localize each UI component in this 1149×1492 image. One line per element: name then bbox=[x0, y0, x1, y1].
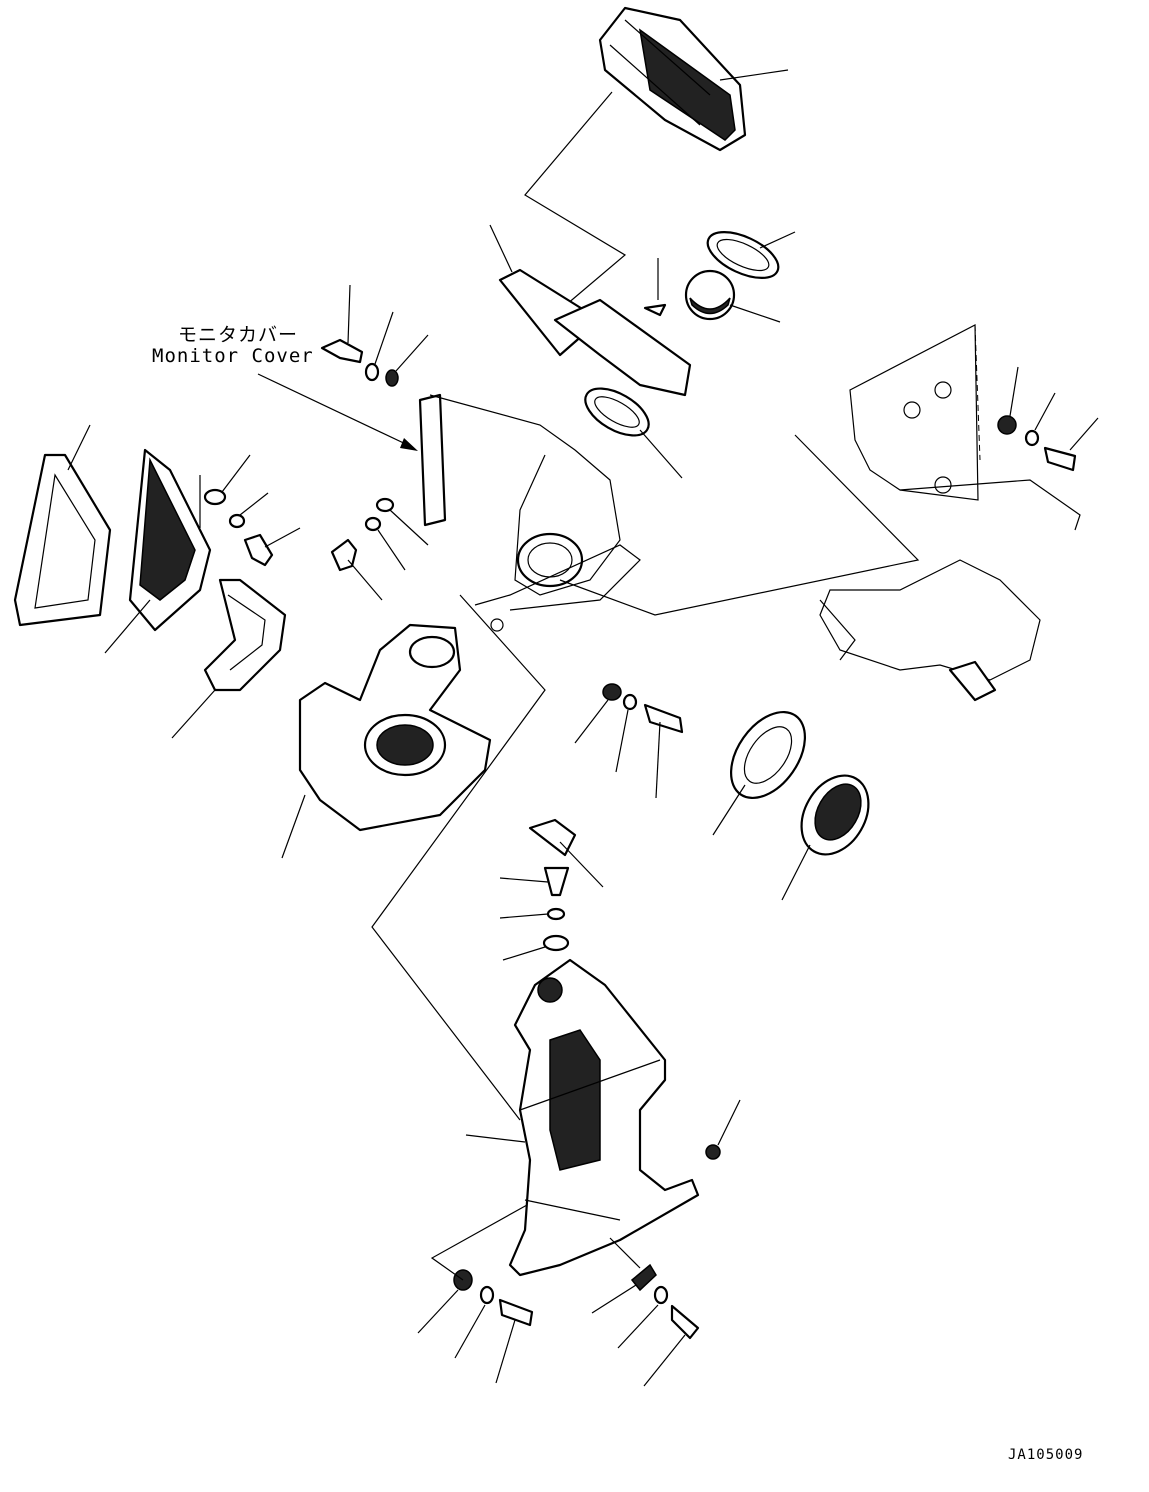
bolt-washer-cluster-upper bbox=[320, 284, 429, 387]
ball-joint-part bbox=[643, 258, 781, 323]
side-cover-part bbox=[104, 448, 212, 654]
duct-housing-part bbox=[281, 623, 492, 859]
collar-ring-part bbox=[584, 387, 683, 479]
cap-part bbox=[528, 818, 604, 888]
washer-cluster-right bbox=[997, 366, 1099, 472]
monitor-cover-label-jp: モニタカバー bbox=[178, 324, 299, 346]
monitor-cover-label-en: Monitor Cover bbox=[152, 345, 314, 367]
panel-frame-part bbox=[171, 578, 287, 739]
leader-monitor-to-bracket bbox=[524, 91, 627, 311]
monitor-cover-arrow bbox=[257, 373, 418, 451]
central-bracket-part bbox=[418, 393, 641, 632]
leader-bracket-to-duct bbox=[371, 594, 546, 1121]
lower-cover-part bbox=[465, 958, 700, 1277]
bolt-washer-cluster-lower bbox=[330, 497, 429, 601]
right-side-panel-part bbox=[559, 324, 1081, 702]
side-gasket-part bbox=[13, 424, 112, 627]
washer-cluster-bottom bbox=[417, 1099, 741, 1387]
monitor-unit-part bbox=[598, 6, 789, 152]
drawing-id: JA105009 bbox=[1008, 1447, 1084, 1463]
washer-cluster-left bbox=[203, 454, 301, 567]
washer-cluster-mid bbox=[574, 683, 684, 799]
bezel-plate-part bbox=[489, 224, 692, 397]
ring-gasket-top-part bbox=[706, 231, 796, 279]
screw-washer-stack bbox=[499, 866, 570, 961]
ring-seal-part bbox=[712, 710, 807, 836]
louvre-vent-part bbox=[781, 774, 870, 901]
